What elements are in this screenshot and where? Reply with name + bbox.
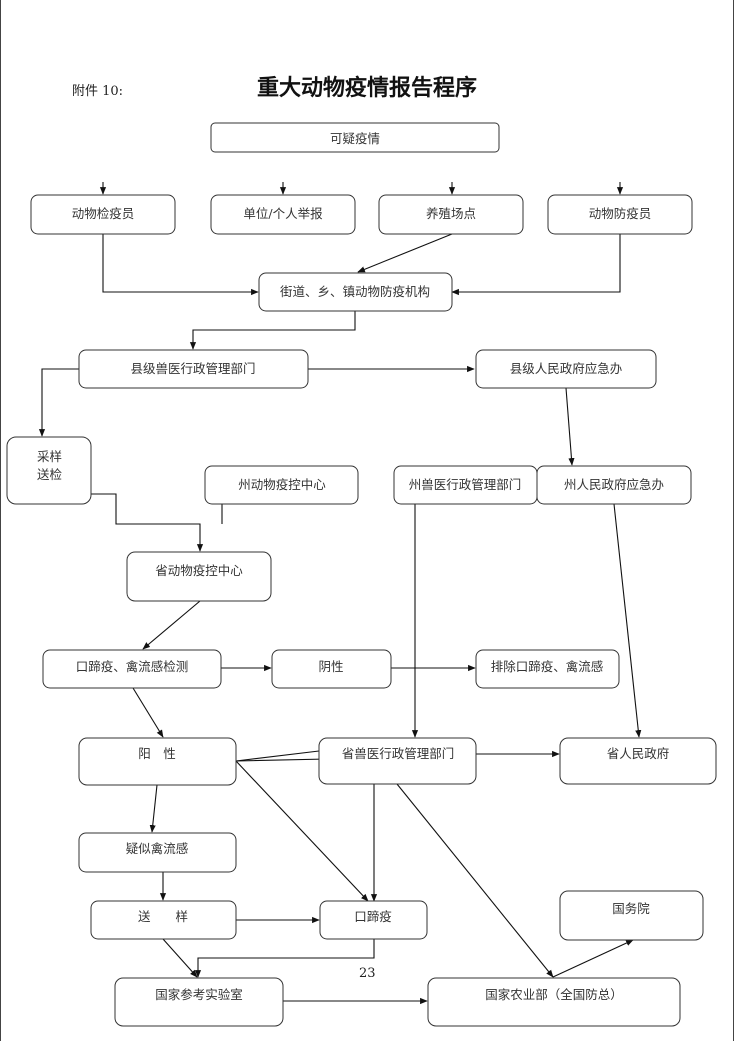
node-sampling-label-1: 采样 — [37, 449, 62, 464]
node-fmd-ai-test: 口蹄疫、禽流感检测 — [42, 649, 222, 689]
edge-positive-suspectedai — [149, 784, 158, 833]
edge-positive-provvet — [235, 750, 320, 762]
node-positive-label: 阳 性 — [138, 746, 176, 761]
edge-township-county — [189, 311, 356, 350]
node-farm-label: 养殖场点 — [426, 206, 476, 221]
node-national-lab: 国家参考实验室 — [114, 977, 284, 1027]
node-national-lab-label: 国家参考实验室 — [155, 987, 243, 1002]
node-suspected-ai: 疑似禽流感 — [78, 832, 237, 873]
edge-provcdc-test — [142, 600, 201, 650]
node-state-council-label: 国务院 — [612, 901, 650, 916]
edge-ministry-statecouncil — [552, 939, 634, 978]
node-provincial-gov: 省人民政府 — [559, 737, 717, 785]
node-prefecture-cdc: 州动物疫控中心 — [204, 465, 359, 505]
edge-prefgov-provgov — [613, 503, 642, 738]
node-township-agency: 街道、乡、镇动物防疫机构 — [258, 272, 453, 312]
node-county-vet-label: 县级兽医行政管理部门 — [130, 361, 255, 376]
node-unit-report: 单位/个人举报 — [210, 194, 356, 235]
node-prefecture-cdc-label: 州动物疫控中心 — [238, 477, 326, 492]
edge-positive-fmd-b — [235, 760, 369, 902]
node-county-vet: 县级兽医行政管理部门 — [78, 349, 309, 389]
document-title: 重大动物疫情报告程序 — [256, 76, 477, 101]
node-sampling: 采样 送检 — [6, 436, 92, 505]
node-farm: 养殖场点 — [378, 194, 524, 235]
node-ministry: 国家农业部（全国防总） — [427, 977, 681, 1027]
node-exclude: 排除口蹄疫、禽流感 — [475, 649, 620, 689]
page-number: 23 — [359, 966, 376, 981]
node-send-sample: 送 样 — [90, 900, 237, 940]
node-provincial-cdc: 省动物疫控中心 — [126, 551, 272, 602]
node-suspected-label: 可疑疫情 — [330, 131, 380, 146]
edge-sendsample-lab — [162, 938, 198, 978]
edge-prevention-township — [451, 234, 621, 296]
node-prevention-officer: 动物防疫员 — [547, 194, 693, 235]
node-suspected-ai-label: 疑似禽流感 — [126, 841, 189, 856]
node-ministry-label: 国家农业部（全国防总） — [485, 987, 623, 1002]
node-positive: 阳 性 — [78, 737, 237, 786]
node-fmd-ai-test-label: 口蹄疫、禽流感检测 — [76, 659, 189, 674]
edge-county-sampling — [38, 368, 79, 437]
flow-edges — [38, 182, 642, 1005]
node-quarantine-officer: 动物检疫员 — [30, 194, 176, 235]
node-prefecture-vet: 州兽医行政管理部门 — [393, 465, 538, 505]
node-provincial-vet-label: 省兽医行政管理部门 — [342, 746, 455, 761]
node-unit-report-label: 单位/个人举报 — [243, 206, 323, 221]
node-suspected: 可疑疫情 — [210, 122, 500, 153]
node-sampling-label-2: 送检 — [37, 467, 63, 482]
node-county-gov-label: 县级人民政府应急办 — [510, 361, 623, 376]
node-provincial-gov-label: 省人民政府 — [607, 746, 670, 761]
attachment-label: 附件 10: — [72, 84, 124, 99]
node-exclude-label: 排除口蹄疫、禽流感 — [491, 659, 604, 674]
page-border-left — [0, 0, 1, 1041]
node-negative-label: 阴性 — [318, 659, 343, 674]
node-prefecture-vet-label: 州兽医行政管理部门 — [409, 477, 522, 492]
node-quarantine-officer-label: 动物检疫员 — [72, 206, 135, 221]
node-prevention-officer-label: 动物防疫员 — [589, 206, 652, 221]
edge-sampling-provcdc — [91, 493, 204, 552]
node-provincial-cdc-label: 省动物疫控中心 — [155, 563, 243, 578]
node-fmd-label: 口蹄疫 — [354, 909, 392, 924]
edge-countygov-prefgov — [565, 387, 575, 466]
node-state-council: 国务院 — [559, 890, 704, 941]
node-county-gov: 县级人民政府应急办 — [475, 349, 657, 389]
edge-quarantine-township — [102, 234, 259, 296]
node-prefecture-gov: 州人民政府应急办 — [536, 465, 692, 505]
edge-test-positive — [132, 687, 164, 738]
node-send-sample-label: 送 样 — [138, 909, 188, 924]
edge-provvet-ministry — [396, 783, 554, 978]
edge-fmd-lab — [194, 939, 375, 978]
node-fmd: 口蹄疫 — [319, 900, 428, 940]
node-prefecture-gov-label: 州人民政府应急办 — [564, 477, 664, 492]
node-township-agency-label: 街道、乡、镇动物防疫机构 — [280, 284, 430, 299]
edge-farm-township — [357, 233, 453, 273]
node-negative: 阴性 — [271, 649, 392, 689]
node-provincial-vet: 省兽医行政管理部门 — [318, 737, 477, 785]
